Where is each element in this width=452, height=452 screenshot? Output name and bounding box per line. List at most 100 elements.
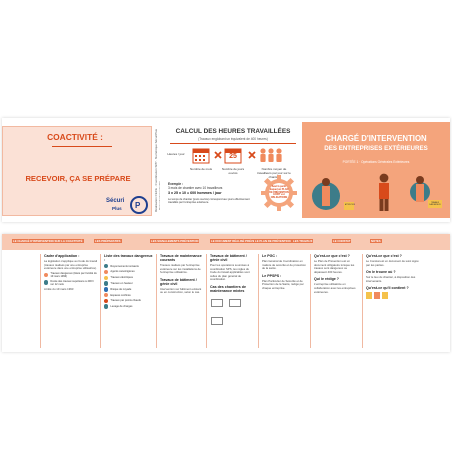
calc-item-0-label: Nombre de mois — [189, 167, 212, 171]
header-label-3: LE DOCUMENT RÉALISÉ PRÉVENTIONNE — [210, 239, 269, 243]
calc-item-2-label: Nombre moyen de travailleurs par jour su… — [257, 167, 291, 179]
water-icon — [104, 287, 109, 292]
confined-icon — [104, 292, 109, 298]
example-footnote: Le temps de chantier (jours ouvrés) corr… — [168, 198, 250, 205]
role-title-line2: DES ENTREPRISES EXTÉRIEURES — [324, 145, 428, 152]
header-label-0: LE CHARGÉ D'INTERVENTION SUR LA COACTIVI… — [12, 239, 84, 243]
col1-row: Rayonnements ionisants — [104, 264, 154, 269]
col2-text2: Intervention sur bâtiment existant ou en… — [160, 286, 202, 295]
col1-row3-label: Travaux en hauteur — [110, 282, 133, 286]
col1-row: Travaux par points chauds — [104, 298, 154, 304]
vertical-credit: Réalisation CECE · Coordination SPP · Nu… — [154, 129, 160, 212]
col6-title: Qu'est-ce que c'est ? — [366, 254, 402, 258]
column-plan-prevention: Qu'est-ce que c'est ? Le Plan de Prévent… — [310, 254, 360, 348]
header-label-4: LE PLAN DE PRÉVENTION — [254, 239, 292, 243]
col6-icons — [366, 292, 422, 300]
column-batiment: Travaux de bâtiment / génie civil Pour l… — [206, 254, 256, 348]
col1-row: Espaces confinés — [104, 292, 154, 298]
header-label-7: NOTES — [370, 239, 382, 243]
col0-row0-label: Travaux dangereux (listés par l'arrêté d… — [50, 272, 97, 279]
diagram-box — [211, 316, 223, 325]
recevoir-title: RECEVOIR, ÇA SE PRÉPARE — [25, 174, 131, 183]
col0-foot: Arrêté du 19 mars 1993 — [44, 286, 74, 291]
col5-text2: L'entreprise utilisatrice en collaborati… — [314, 282, 356, 294]
badge-attention: ATTENTION — [344, 204, 356, 206]
calc-item-1-label: Nombre de jours ouvrés — [221, 167, 245, 175]
calc-section: CALCUL DES HEURES TRAVAILLÉES (Travaux e… — [162, 118, 300, 222]
logo-text: Sécuri — [106, 198, 125, 204]
example-text: 3 mois de chantier avec 10 travailleurs — [168, 186, 223, 190]
col4-text: Plan Général de Coordination en matière … — [262, 259, 306, 271]
folder-icon — [382, 292, 388, 300]
column-constat: Qu'est-ce que c'est ? Le Constat est un … — [362, 254, 422, 348]
column-maintenance: Travaux de maintenance courants Travaux … — [156, 254, 204, 348]
bottom-header: LE CHARGÉ D'INTERVENTION SUR LA COACTIVI… — [2, 234, 450, 250]
header-label-2: LES SIGNALEMENTS PRÉVENTION — [150, 239, 200, 243]
coactivite-title: COACTIVITÉ : — [47, 132, 103, 142]
diagram-box — [229, 298, 242, 307]
col6-subtitle2: Qu'est-ce qu'il contient ? — [366, 286, 409, 291]
header-label-5: LES TRAVAUX — [292, 239, 314, 243]
col6-text: Le Constat est un document de suivi sign… — [366, 259, 419, 267]
badge-travaux: TRAVAUX DANGEREUX — [429, 202, 441, 206]
col0-row: Travaux dangereux (listés par l'arrêté d… — [44, 272, 98, 278]
col1-row0-label: Rayonnements ionisants — [110, 264, 139, 268]
col1-title: Liste des travaux dangereux : — [104, 254, 153, 262]
column-cadre: Cadre d'application : La législation s'a… — [40, 254, 98, 348]
coactivite-underline — [52, 146, 112, 147]
multiply-icon-2 — [248, 151, 256, 159]
col3-text: Pour les opérations soumises à coordinat… — [210, 263, 250, 282]
calc-item-1-value: 25 — [229, 153, 237, 160]
signature-icon — [374, 292, 380, 300]
col1-row2-label: Travaux électriques — [110, 276, 133, 280]
calc-day-label: Heures / jour — [167, 152, 185, 156]
col5-text: Le Plan de Prévention est un document ob… — [314, 259, 355, 274]
chemical-icon — [104, 269, 109, 275]
clock-icon — [44, 280, 49, 285]
role-subtitle: PORTÉE 1 · Opérations Générales Extérieu… — [342, 160, 410, 164]
warning-icon — [44, 272, 49, 278]
electric-icon — [104, 275, 109, 280]
col3-subtitle: Cas des chantiers de maintenance mixtes — [210, 284, 246, 293]
gear-icon — [261, 175, 297, 211]
gear-text: Seuil à partir duquel un PLAN DE PRÉVENT… — [269, 185, 289, 200]
example-formula: 3 x 25 x 10 = 600 hommes / jour — [168, 191, 222, 195]
col1-row: Agents cancérigènes — [104, 269, 154, 275]
col1-row: Risque de noyade — [104, 287, 154, 292]
fire-icon — [104, 298, 109, 304]
col2-title: Travaux de maintenance courants — [160, 254, 202, 262]
worker-illustration — [312, 173, 442, 211]
col1-row5-label: Espaces confinés — [110, 293, 131, 297]
securiplus-logo: Sécuri P Plus — [102, 194, 148, 216]
calc-subtitle: (Travaux englobant un équivalent de 400 … — [198, 137, 268, 141]
col4-text2: Plan Particulier de Sécurité et de Prote… — [262, 278, 304, 290]
col5-subtitle: Qui le rédige ? — [314, 277, 339, 282]
col6-subtitle: On le trouve où ? — [366, 270, 396, 275]
col2-text: Travaux réalisés par l'entreprise extéri… — [160, 263, 201, 275]
top-panel: COACTIVITÉ : RECEVOIR, ÇA SE PRÉPARE Séc… — [2, 118, 450, 222]
col0-row1-label: Durée des travaux supérieure à 400 h sur… — [50, 279, 94, 286]
calendar-icon — [192, 148, 210, 164]
col3-title: Travaux de bâtiment / génie civil — [210, 254, 247, 262]
coactivite-section: COACTIVITÉ : RECEVOIR, ÇA SE PRÉPARE Séc… — [2, 118, 160, 222]
bottom-panel: LE CHARGÉ D'INTERVENTION SUR LA COACTIVI… — [2, 234, 450, 352]
col1-row: Travaux en hauteur — [104, 281, 154, 286]
col0-text: La législation s'applique au Code du tra… — [44, 259, 98, 271]
col5-title: Qu'est-ce que c'est ? — [314, 254, 350, 258]
col6-text2: Sur le lieu du chantier, à disposition d… — [366, 275, 416, 283]
role-section: CHARGÉ D'INTERVENTION DES ENTREPRISES EX… — [302, 122, 450, 218]
col0-row: Durée des travaux supérieure à 400 h sur… — [44, 280, 98, 286]
radiation-icon — [104, 264, 109, 269]
col0-title: Cadre d'application : — [44, 254, 80, 258]
header-label-6: LE CONSTAT — [332, 239, 352, 243]
calc-divider — [170, 143, 296, 144]
logo-suffix: Plus — [112, 206, 122, 211]
col1-row4-label: Risque de noyade — [110, 287, 132, 291]
example-label: Exemple : — [168, 182, 184, 186]
col1-row6-label: Travaux par points chauds — [110, 299, 141, 303]
col4-subtitle: Le PPSPS : — [262, 273, 282, 278]
column-pgc: Le PGC : Plan Général de Coordination en… — [258, 254, 308, 348]
column-travaux-dangereux: Liste des travaux dangereux : Rayonnemen… — [100, 254, 154, 348]
workers-icon — [260, 148, 282, 162]
logo-mark-icon: P — [130, 196, 148, 214]
